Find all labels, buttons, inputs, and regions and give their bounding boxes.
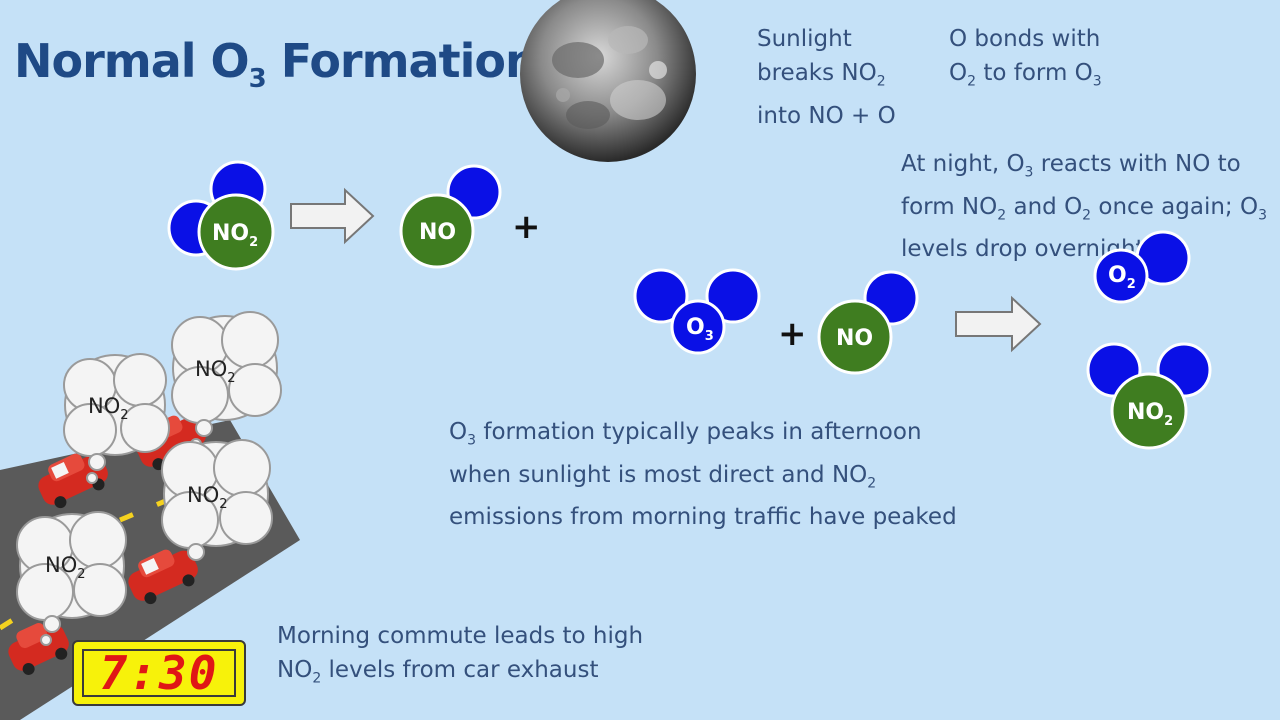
o2-label: O2	[1108, 263, 1136, 292]
exhaust-cloud-icon: NO2	[171, 311, 282, 450]
arrow-right-icon	[290, 187, 375, 245]
plus-sign: +	[512, 207, 541, 247]
peak-caption: O3 formation typically peaks in afternoo…	[449, 419, 957, 531]
exhaust-cloud-icon: NO2	[161, 439, 273, 561]
page-title: Normal O3 Formation	[14, 34, 538, 95]
no-molecule: NO	[817, 270, 919, 375]
car-icon	[128, 549, 198, 605]
svg-text:NO2: NO2	[187, 483, 228, 512]
exhaust-cloud-icon: NO2	[16, 511, 127, 646]
sunlight-caption: Sunlight breaks NO2 into NO + O	[757, 26, 896, 129]
no2-molecule: NO2	[1086, 342, 1212, 450]
o2-molecule: O2	[1093, 230, 1191, 304]
svg-text:NO2: NO2	[45, 553, 86, 582]
moon-icon	[520, 0, 696, 162]
no-label: NO	[419, 220, 456, 245]
no2-label: NO2	[212, 221, 258, 250]
car-icon	[8, 623, 69, 675]
bond-caption: O bonds with O2 to form O3	[949, 26, 1102, 90]
no-label: NO	[836, 326, 873, 351]
arrow-right-icon	[955, 295, 1042, 353]
o3-label: O3	[686, 315, 714, 344]
exhaust-cloud-icon: NO2	[63, 353, 170, 484]
svg-text:NO2: NO2	[88, 394, 129, 423]
clock-time: 7:30	[99, 646, 219, 700]
commute-caption: Morning commute leads to high NO2 levels…	[277, 623, 644, 687]
no2-label: NO2	[1127, 400, 1173, 429]
no2-molecule: NO2	[167, 160, 275, 271]
digital-clock-icon: 7:30	[72, 640, 246, 706]
o3-molecule: O3	[633, 268, 761, 355]
no-molecule: NO	[399, 164, 502, 269]
svg-text:NO2: NO2	[195, 357, 236, 386]
plus-sign: +	[778, 314, 807, 354]
